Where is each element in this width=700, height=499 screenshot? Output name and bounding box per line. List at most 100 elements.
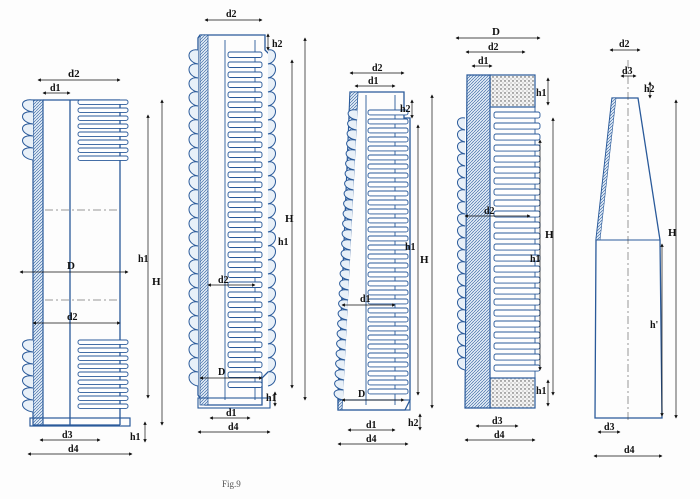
fig2-label-bottom-inner: d1 — [226, 408, 237, 419]
shed — [22, 339, 34, 353]
shed — [188, 49, 199, 65]
fig4-label-top-outer: D — [492, 26, 500, 38]
fig1-inner-ribs-bottom — [77, 339, 129, 409]
fig3-sheds — [333, 109, 409, 401]
shed — [457, 309, 466, 323]
shed — [457, 141, 466, 155]
fig2-label-body: h1 — [278, 237, 289, 248]
fig2-sheds — [188, 49, 276, 388]
fig2-label-bottom-outer: d4 — [228, 422, 239, 433]
fig5-body — [594, 97, 663, 419]
shed — [457, 249, 466, 263]
fig3-label-height: H — [420, 254, 429, 266]
fig4-label-height: H — [545, 229, 554, 241]
shed — [267, 77, 276, 93]
fig4-body — [464, 74, 491, 409]
fig1-inner-ribs-top — [77, 99, 129, 161]
shed — [188, 301, 199, 317]
shed — [457, 153, 466, 167]
shed — [188, 133, 199, 149]
shed — [457, 213, 466, 227]
shed — [22, 399, 34, 413]
fig2-label-bottom-h: h1 — [266, 393, 277, 404]
fig1-left-sheds-bottom — [22, 339, 34, 413]
shed — [188, 203, 199, 219]
shed — [267, 175, 276, 191]
fig4-label-body: h1 — [530, 254, 541, 265]
fig4-top-cap — [489, 74, 536, 108]
shed — [457, 273, 466, 287]
shed — [457, 237, 466, 251]
fig2-label-top: d2 — [226, 9, 237, 20]
fig1-wall — [32, 99, 44, 426]
shed — [22, 123, 34, 137]
fig3-label-top-h: h2 — [400, 104, 411, 115]
shed — [188, 245, 199, 261]
shed — [267, 189, 276, 205]
shed — [188, 105, 199, 121]
shed — [267, 161, 276, 177]
shed — [457, 297, 466, 311]
shed — [22, 363, 34, 377]
fig5-label-height: H — [668, 227, 677, 239]
shed — [22, 387, 34, 401]
shed — [267, 147, 276, 163]
shed — [22, 135, 34, 149]
shed — [267, 63, 276, 79]
shed — [267, 329, 276, 345]
fig3-label-foot: D — [358, 389, 365, 400]
shed — [188, 119, 199, 135]
fig5-label-bottom-outer: d4 — [624, 445, 635, 456]
shed — [267, 357, 276, 373]
fig5-label-body: h' — [650, 320, 659, 331]
fig5-label-top-inner: d3 — [622, 66, 633, 77]
fig3-label-bottom-h: h2 — [408, 418, 419, 429]
shed — [267, 203, 276, 219]
shed — [457, 177, 466, 191]
fig3-label-top-outer: d2 — [372, 63, 383, 74]
shed — [457, 201, 466, 215]
fig3-label-body: h1 — [405, 242, 416, 253]
fig4-sheds — [457, 117, 466, 371]
shed — [22, 99, 34, 113]
shed — [457, 261, 466, 275]
shed — [267, 287, 276, 303]
shed — [457, 285, 466, 299]
shed — [457, 165, 466, 179]
fig1-label-inner: d2 — [67, 312, 78, 323]
figure-5: d2 d3 h2 H h' d3 d4 — [593, 39, 678, 458]
figure-caption: Fig.9 — [222, 479, 241, 489]
fig4-bottom-cap — [489, 377, 536, 409]
fig4-label-top-h: h1 — [536, 88, 547, 99]
shed — [188, 357, 199, 373]
fig5-label-top-outer: d2 — [619, 39, 630, 50]
shed — [457, 129, 466, 143]
shed — [188, 315, 199, 331]
shed — [457, 189, 466, 203]
shed — [267, 371, 276, 387]
fig4-label-top-inner: d1 — [478, 56, 489, 67]
fig4-label-bottom-inner: d3 — [492, 416, 503, 427]
fig5-label-top-h: h2 — [644, 84, 655, 95]
fig3-label-mid: d1 — [360, 294, 371, 305]
shed — [267, 343, 276, 359]
shed — [267, 315, 276, 331]
shed — [188, 287, 199, 303]
shed — [22, 375, 34, 389]
shed — [267, 301, 276, 317]
shed — [188, 63, 199, 79]
fig2-label-top-h: h2 — [272, 39, 283, 50]
shed — [188, 175, 199, 191]
shed — [267, 91, 276, 107]
shed — [188, 91, 199, 107]
shed — [22, 351, 34, 365]
shed — [267, 245, 276, 261]
fig1-label-bottom-inner: d3 — [62, 430, 73, 441]
shed — [188, 259, 199, 275]
fig1-label-top-outer: d2 — [68, 68, 80, 80]
shed — [267, 259, 276, 275]
fig4-label-bottom-h: h1 — [536, 386, 547, 397]
fig3-label-bottom-outer: d4 — [366, 434, 377, 445]
